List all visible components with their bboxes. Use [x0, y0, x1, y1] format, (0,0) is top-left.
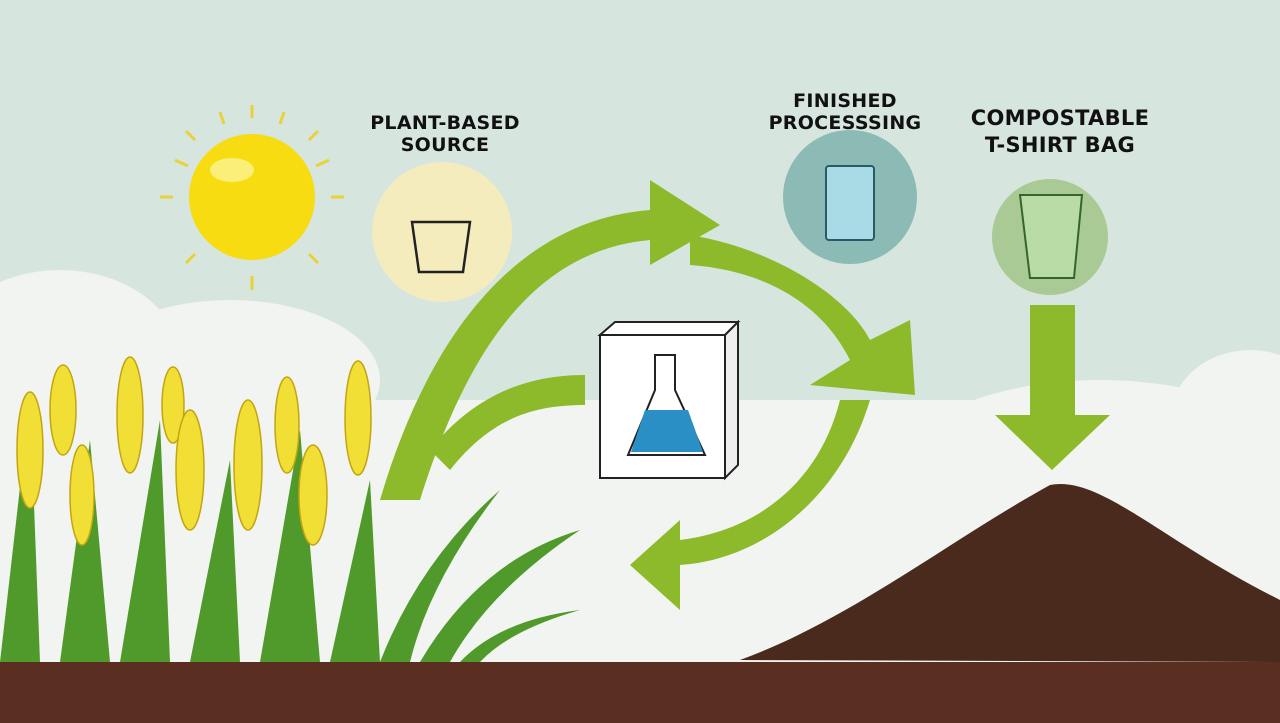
compost-pile — [740, 483, 1280, 662]
label-compostable-bag: COMPOSTABLE T-SHIRT BAG — [955, 105, 1165, 159]
sun-icon — [160, 105, 344, 290]
label-plant-based-source: PLANT-BASED SOURCE — [355, 112, 535, 156]
compostable-cup-icon — [992, 179, 1108, 295]
label-line: COMPOSTABLE — [970, 106, 1150, 130]
label-line: FINISHED — [793, 90, 897, 112]
corn-plants — [0, 356, 580, 662]
plant-source-cup-icon — [372, 162, 512, 302]
label-line: PROCESSSING — [768, 112, 922, 134]
label-line: T-SHIRT BAG — [984, 133, 1136, 157]
finished-processing-cup-icon — [783, 130, 917, 264]
label-line: SOURCE — [400, 134, 490, 156]
ground — [0, 662, 1280, 723]
cycle-arrows — [380, 180, 1110, 610]
shopping-bag-flask-icon — [597, 319, 741, 481]
label-finished-processing: FINISHED PROCESSSING — [760, 90, 930, 134]
label-line: PLANT-BASED — [370, 112, 520, 134]
